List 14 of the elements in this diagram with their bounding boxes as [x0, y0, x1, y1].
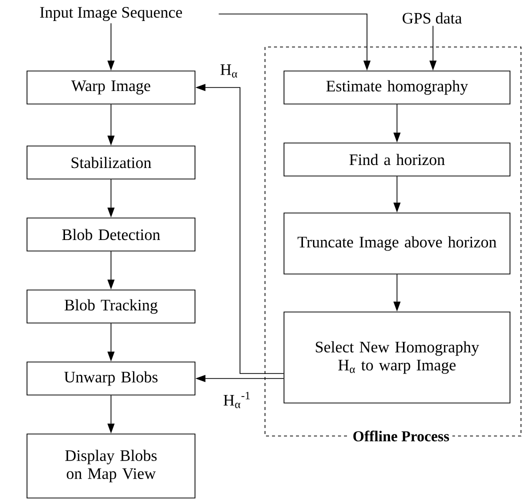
edge-label: H$_{α}$-1 [222, 390, 252, 410]
process-box: Stabilization [26, 146, 196, 180]
input-text: Input Image Sequence [40, 6, 182, 22]
process-box: Blob Detection [26, 218, 196, 252]
edge-label: H$_{α}$ [219, 63, 239, 79]
process-box: Select New Homography H$_{α}$ to warp Image [284, 312, 510, 404]
process-box: Truncate Image above horizon [284, 212, 510, 274]
process-box: Unwarp Blobs [26, 362, 196, 396]
process-box: Warp Image [26, 70, 196, 104]
process-box: Display Blobs on Map View [26, 434, 196, 498]
process-box: Find a horizon [284, 142, 510, 176]
process-box: Estimate homography [284, 70, 510, 104]
input-text: GPS data [402, 12, 462, 24]
process-box: Blob Tracking [26, 290, 196, 324]
